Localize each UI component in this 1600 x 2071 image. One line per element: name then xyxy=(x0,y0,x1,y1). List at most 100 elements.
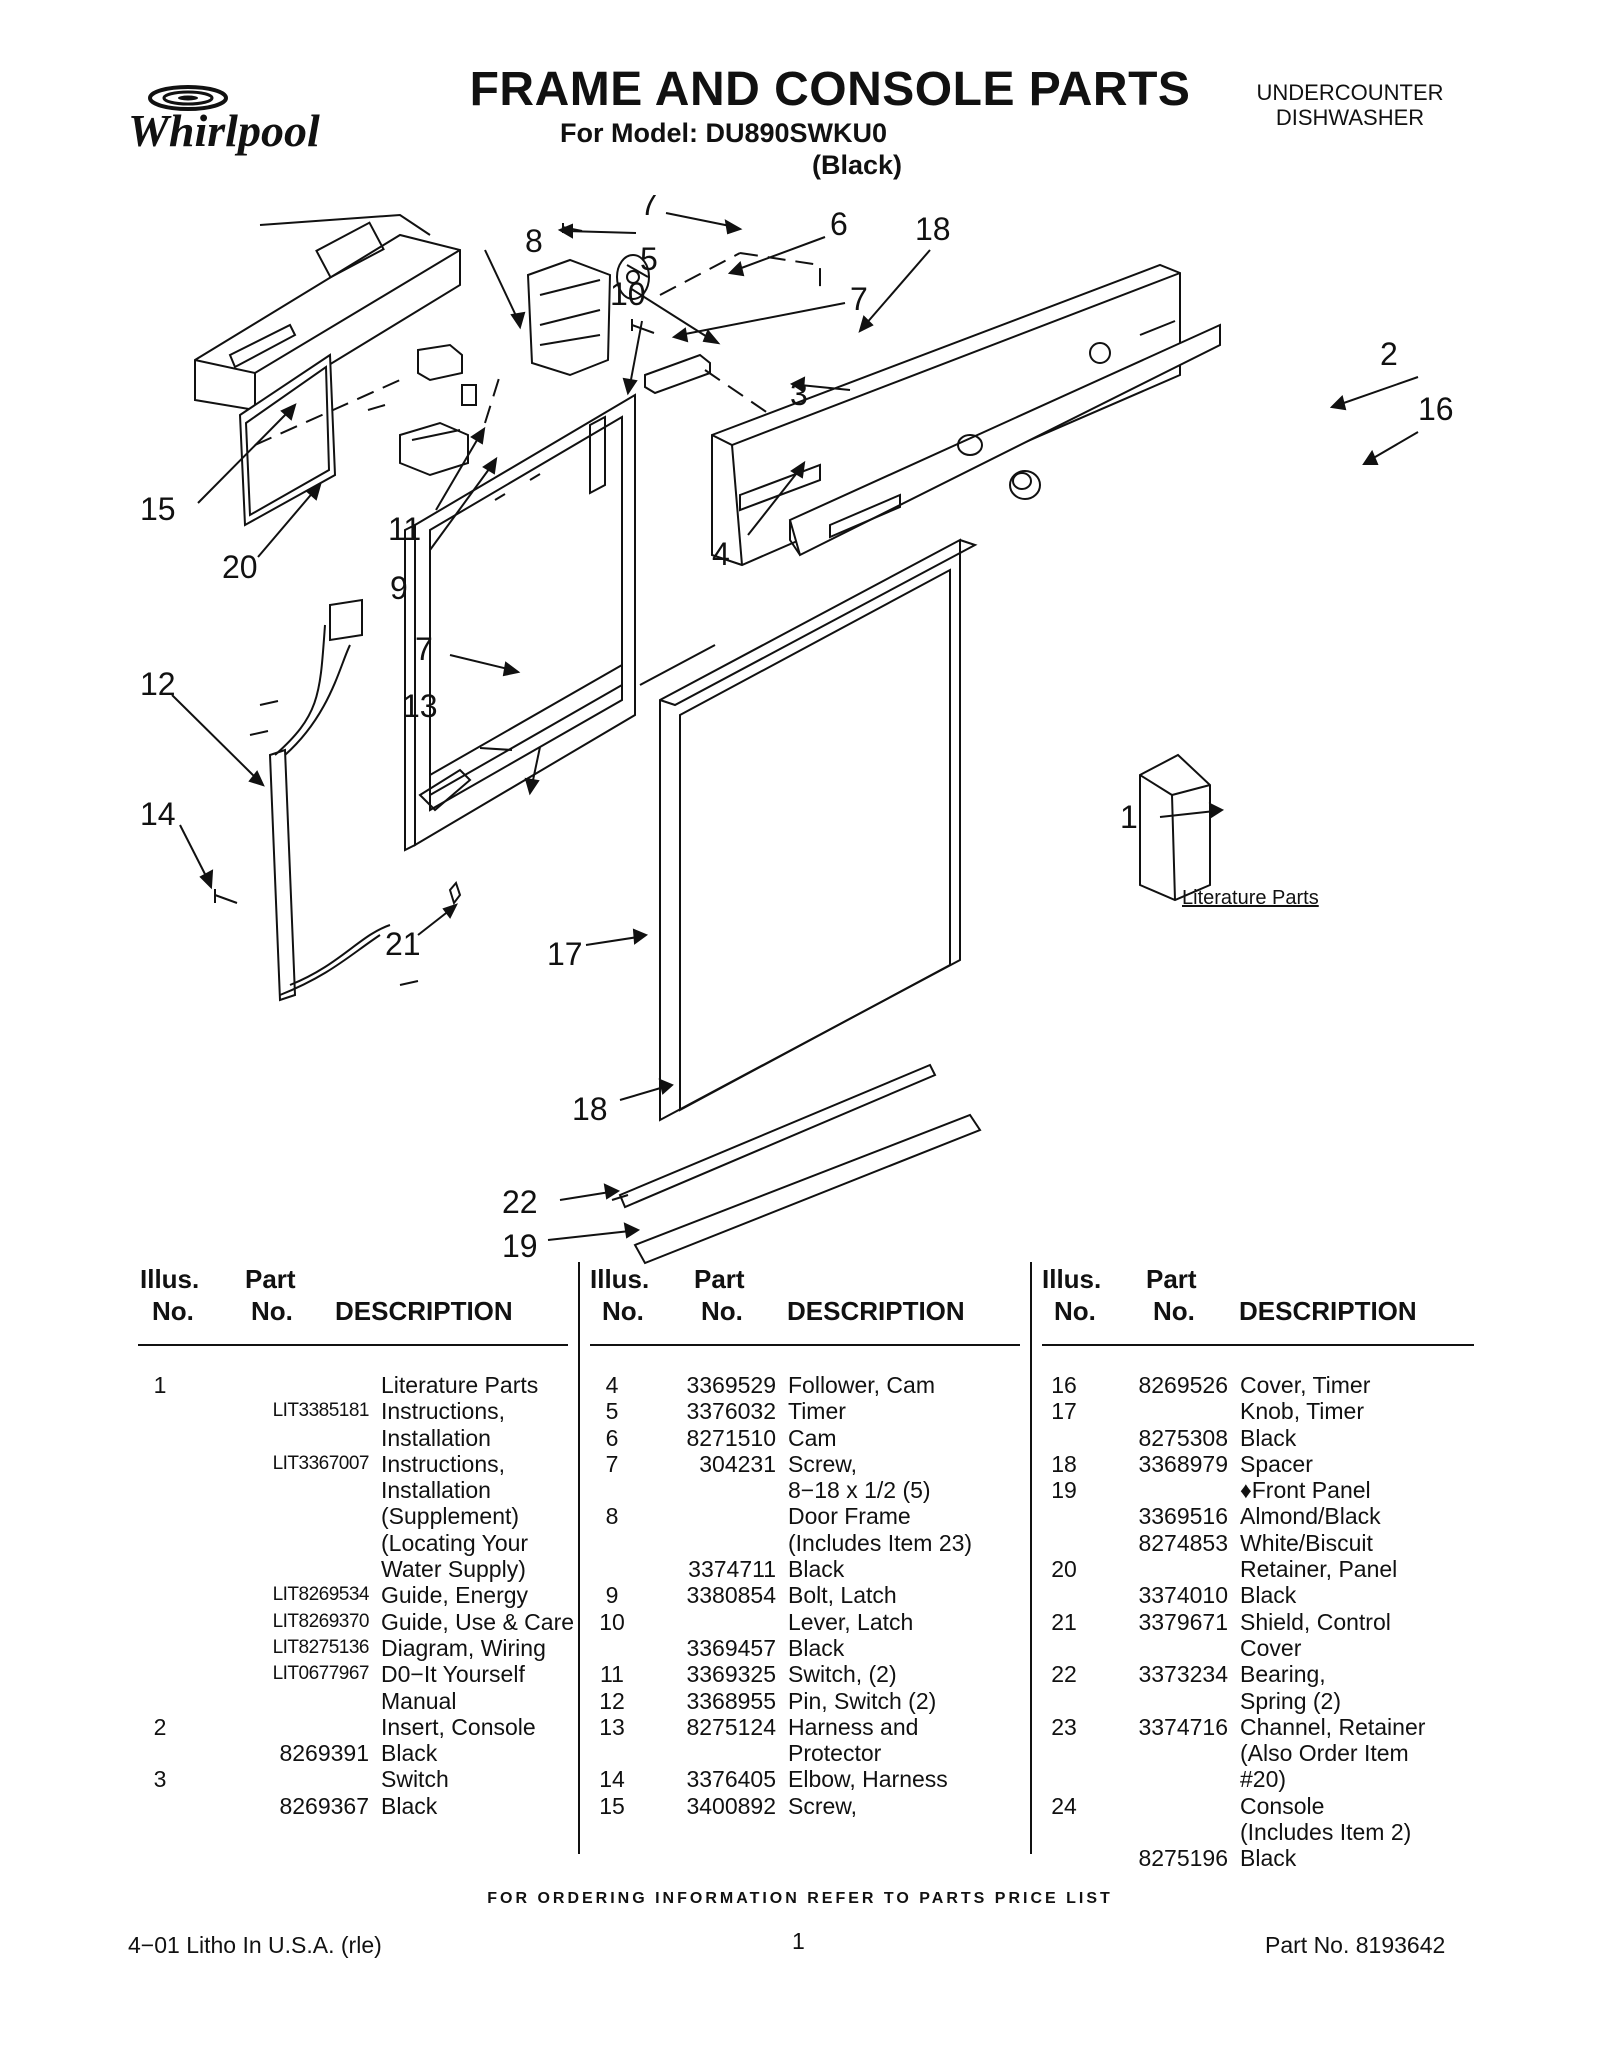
part-description: Black xyxy=(1240,1845,1297,1872)
part-number: LIT8269534 xyxy=(272,1584,370,1606)
illus-number: 6 xyxy=(605,1424,619,1451)
part-number: 3376405 xyxy=(686,1766,776,1793)
part-description: (Also Order Item xyxy=(1240,1740,1409,1767)
part-description: Spacer xyxy=(1240,1450,1313,1477)
parts-row: 16 8269526 Cover, Timer xyxy=(1042,1372,1474,1398)
part-description: Switch xyxy=(381,1766,449,1793)
part-description: Manual xyxy=(381,1687,457,1714)
part-number xyxy=(182,1766,369,1792)
part-description: Channel, Retainer xyxy=(1240,1713,1426,1740)
parts-row: (Also Order Item xyxy=(1042,1740,1474,1766)
knob-part xyxy=(1009,470,1041,500)
part-description: #20) xyxy=(1240,1766,1287,1793)
timer-cover-part xyxy=(194,213,461,412)
part-description: Console xyxy=(1240,1792,1325,1819)
part-number xyxy=(1086,1688,1228,1714)
console-insert-part xyxy=(788,323,1221,557)
callout-number: 18 xyxy=(915,211,951,247)
parts-row: 19♦Front Panel xyxy=(1042,1477,1474,1503)
parts-row: Installation xyxy=(138,1425,568,1451)
callout-number: 1 xyxy=(1120,799,1138,835)
callout-number: 18 xyxy=(572,1091,608,1127)
parts-row: Installation xyxy=(138,1477,568,1503)
part-description: Pin, Switch (2) xyxy=(788,1687,937,1714)
illus-number: 16 xyxy=(1051,1372,1077,1398)
parts-row: 18 3368979 Spacer xyxy=(1042,1451,1474,1477)
switch-part xyxy=(644,353,711,395)
callout-number: 14 xyxy=(140,796,176,832)
exploded-parts-diagram: 7 5 6 18 7 2 16 3 4 8 10 11 9 7 15 20 12… xyxy=(100,195,1520,1275)
litho-note: 4−01 Litho In U.S.A. (rle) xyxy=(128,1932,382,1958)
part-number xyxy=(634,1477,776,1503)
literature-part xyxy=(1139,753,1211,902)
part-description: Black xyxy=(1240,1424,1297,1451)
part-description: (Locating Your xyxy=(381,1529,529,1556)
callout-number: 6 xyxy=(830,206,848,242)
part-description: (Includes Item 2) xyxy=(1240,1819,1412,1846)
part-number: 304231 xyxy=(699,1450,776,1477)
part-number xyxy=(1086,1556,1228,1582)
model-line: For Model: DU890SWKU0 xyxy=(560,118,888,148)
part-number xyxy=(182,1425,369,1451)
part-description: Cam xyxy=(788,1424,837,1451)
front-panel-part xyxy=(659,538,978,1122)
callout-number: 13 xyxy=(402,688,438,724)
part-number: 3368979 xyxy=(1138,1450,1228,1477)
part-description: Follower, Cam xyxy=(788,1372,935,1398)
part-number: 3374010 xyxy=(1138,1582,1228,1609)
illus-number xyxy=(138,1661,182,1687)
part-description: Cover, Timer xyxy=(1240,1372,1371,1398)
part-number xyxy=(1086,1766,1228,1792)
part-number: 3369457 xyxy=(686,1634,776,1661)
part-description: Installation xyxy=(381,1477,491,1504)
illus-number xyxy=(1042,1766,1086,1792)
part-description: Bolt, Latch xyxy=(788,1582,897,1609)
part-number xyxy=(182,1714,369,1740)
timer-part xyxy=(526,258,612,377)
illus-number: 7 xyxy=(605,1450,619,1477)
part-number: 8269367 xyxy=(279,1792,369,1819)
cam-part xyxy=(616,254,650,300)
illus-number xyxy=(138,1740,182,1766)
illus-number xyxy=(1042,1503,1086,1529)
part-number: LIT3385181 xyxy=(272,1400,370,1422)
part-number: LIT8275136 xyxy=(272,1636,370,1658)
column-divider xyxy=(1030,1262,1032,1854)
illus-number xyxy=(590,1635,634,1661)
part-number: 3368955 xyxy=(686,1687,776,1714)
part-number: 3374711 xyxy=(688,1556,776,1583)
part-number xyxy=(182,1556,369,1582)
document-part-number: Part No. 8193642 xyxy=(1265,1932,1446,1958)
part-description: Black xyxy=(788,1634,845,1661)
part-number: 8269391 xyxy=(279,1740,369,1767)
part-number xyxy=(1086,1635,1228,1661)
part-description: Instructions, xyxy=(381,1450,505,1477)
illus-number xyxy=(1042,1845,1086,1871)
color-line: (Black) xyxy=(812,150,903,180)
part-number xyxy=(182,1530,369,1556)
callout-number: 7 xyxy=(640,195,658,222)
column-header: Illus. No. Part No. DESCRIPTION xyxy=(1042,1262,1474,1346)
illus-number: 18 xyxy=(1051,1450,1077,1477)
part-number: LIT3367007 xyxy=(272,1452,370,1474)
illus-number: 11 xyxy=(600,1661,624,1688)
part-description: (Supplement) xyxy=(381,1503,520,1530)
part-number xyxy=(634,1609,776,1635)
part-description: Door Frame xyxy=(788,1503,911,1530)
part-number: 8269526 xyxy=(1138,1372,1228,1398)
part-description: Harness and xyxy=(788,1713,919,1740)
parts-row: Water Supply) xyxy=(138,1556,568,1582)
